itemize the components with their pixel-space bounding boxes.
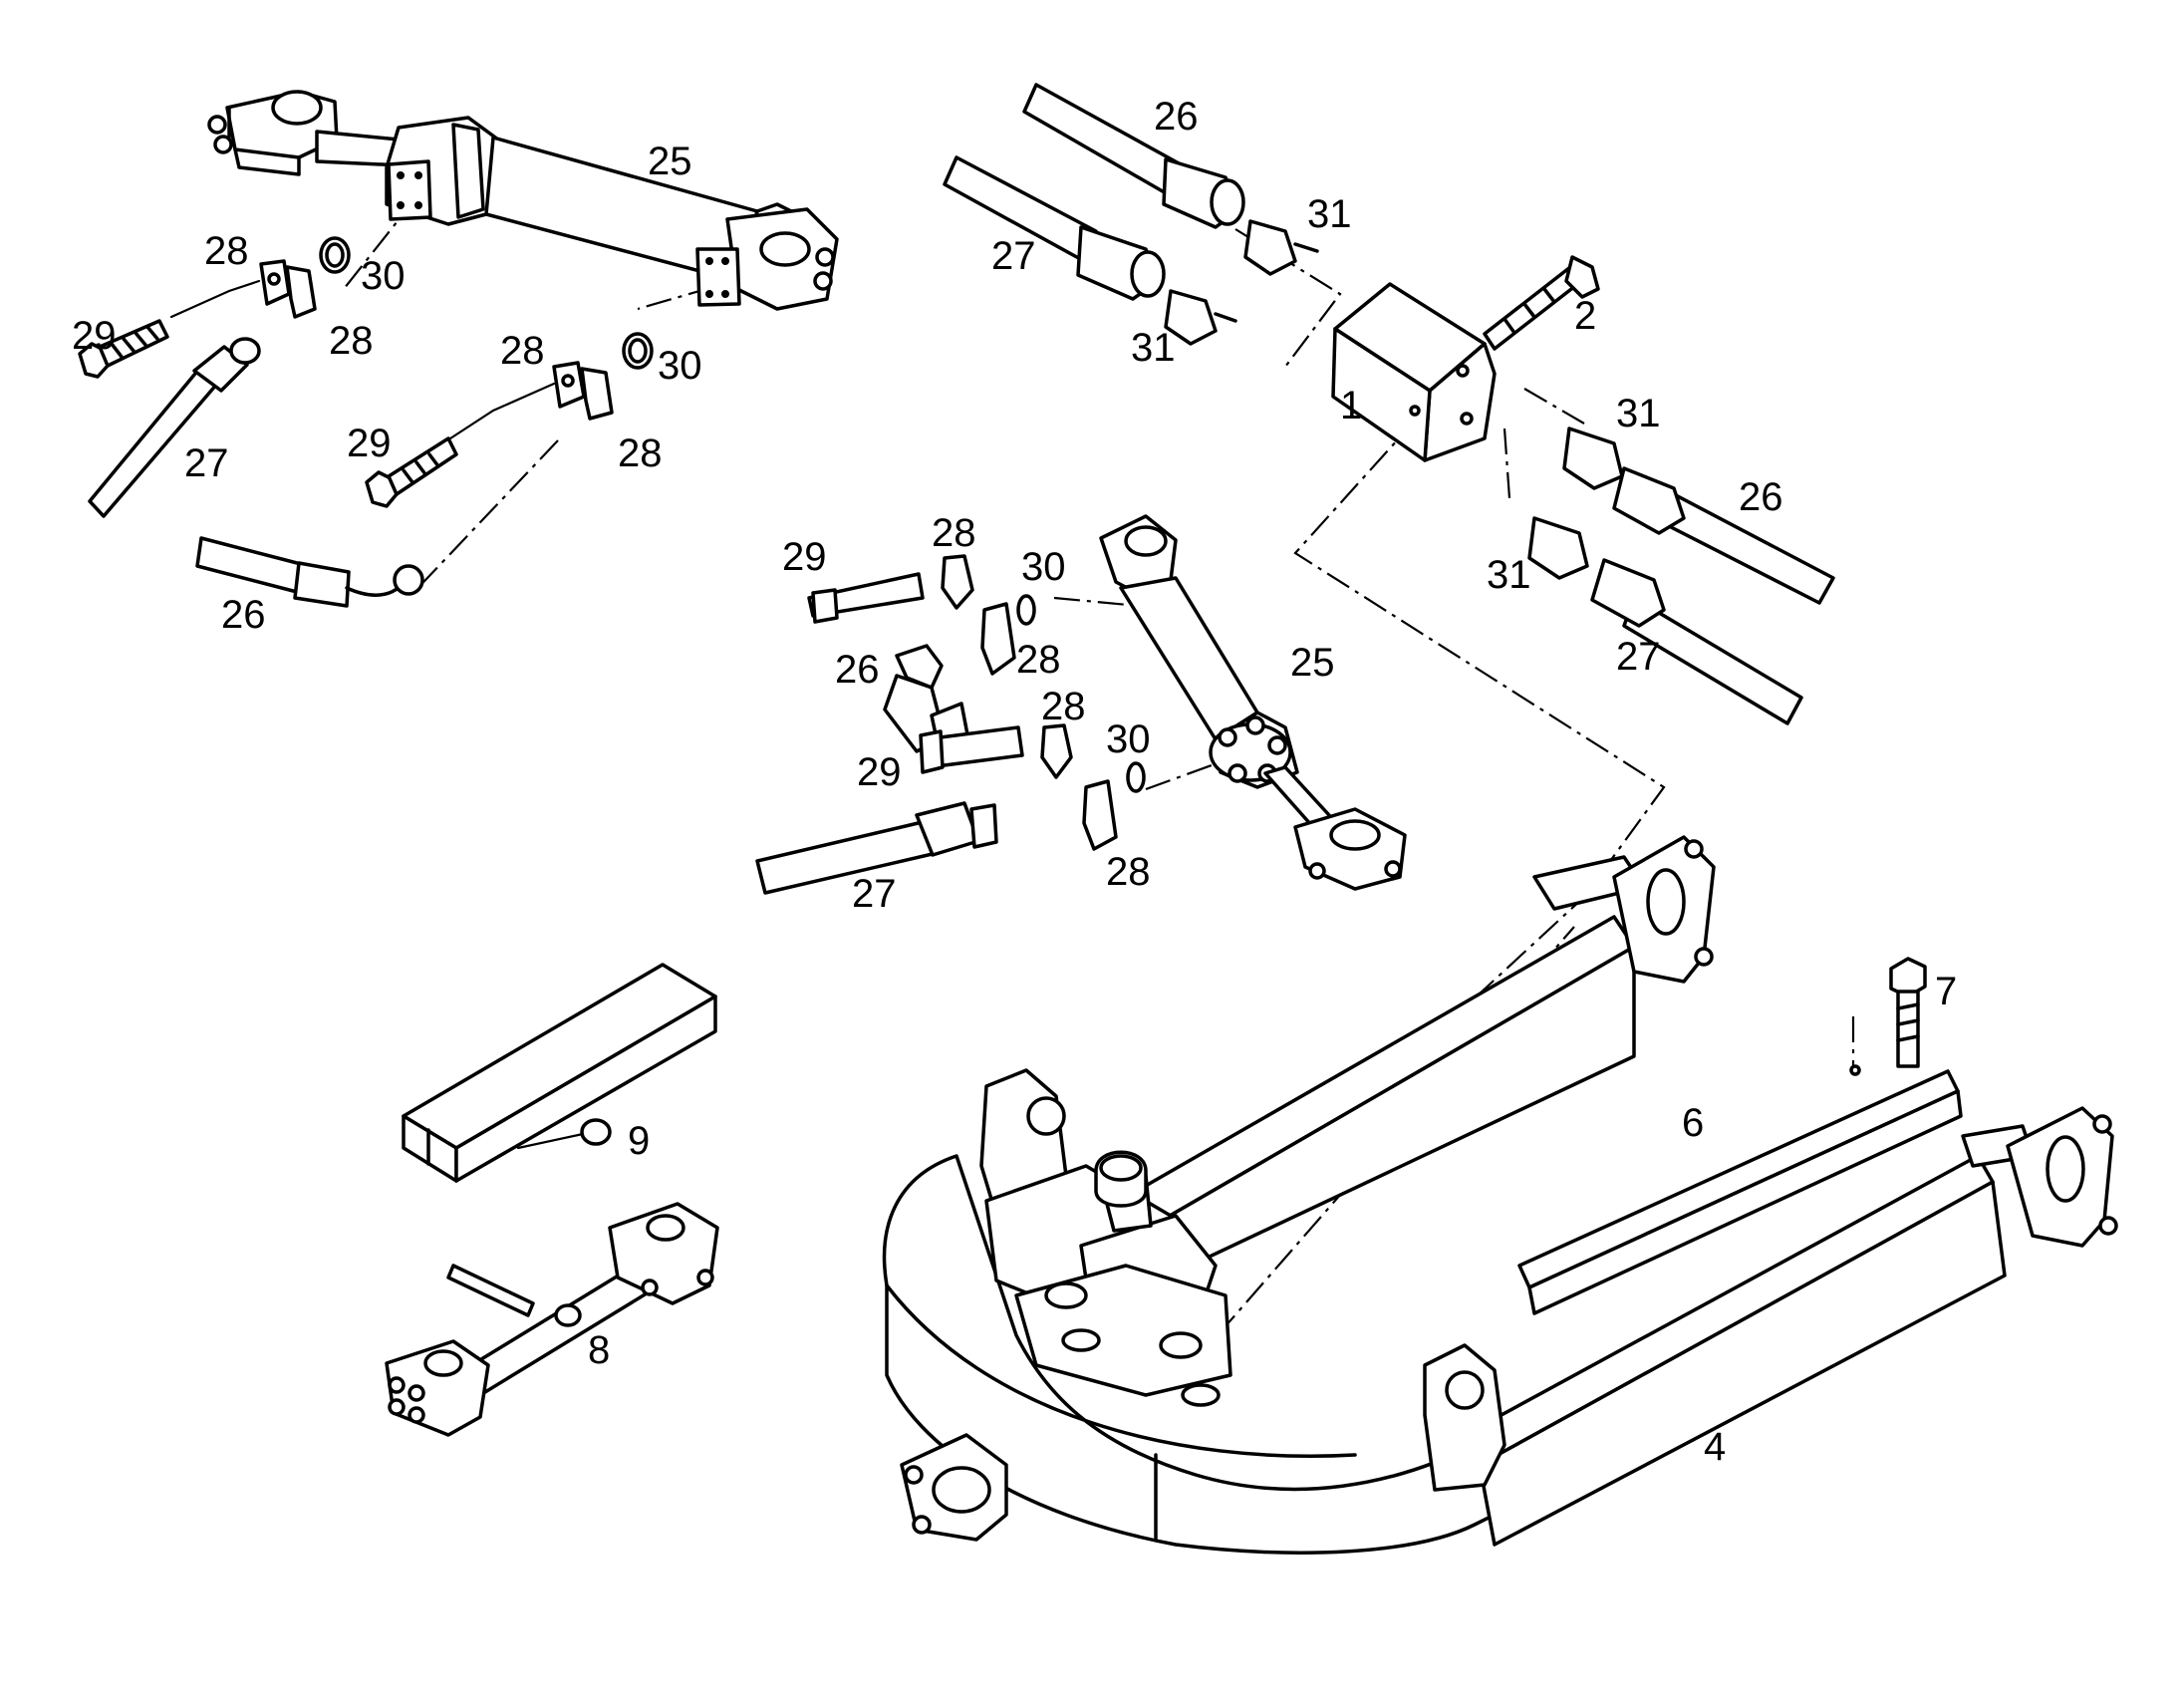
- label-27-a: 27: [184, 441, 229, 485]
- label-26-d: 26: [835, 648, 880, 692]
- label-29-a: 29: [72, 314, 117, 358]
- part-6-bar: [1517, 1064, 1963, 1315]
- label-29-c: 29: [782, 535, 827, 579]
- label-28-h: 28: [1106, 850, 1151, 894]
- label-26-a: 26: [221, 593, 266, 637]
- label-28-a: 28: [204, 229, 249, 273]
- label-1: 1: [1340, 384, 1362, 427]
- middle-cylinder-assembly: [755, 514, 1407, 895]
- label-6: 6: [1682, 1101, 1704, 1145]
- top-right-valve-block: [943, 83, 1835, 725]
- label-28-f: 28: [1016, 638, 1061, 682]
- label-29-b: 29: [347, 422, 392, 465]
- label-27-b: 27: [991, 234, 1036, 278]
- main-frame: [882, 835, 2118, 1555]
- label-31-d: 31: [1487, 553, 1531, 597]
- part-8-bracket: [385, 1202, 719, 1437]
- label-26-b: 26: [1154, 95, 1199, 139]
- label-25-top: 25: [648, 140, 692, 183]
- label-8: 8: [588, 1328, 610, 1372]
- label-30-a: 30: [361, 254, 406, 298]
- label-30-b: 30: [658, 344, 702, 388]
- part-9-cover: [402, 963, 717, 1183]
- top-left-fittings: [78, 236, 654, 608]
- label-30-c: 30: [1021, 545, 1066, 589]
- part-7-bolt: [1889, 957, 1927, 1068]
- label-27-d: 27: [852, 872, 897, 916]
- label-28-e: 28: [932, 511, 976, 555]
- hydraulic-cylinder-top-left: [207, 90, 839, 311]
- label-28-d: 28: [618, 431, 663, 475]
- label-29-d: 29: [857, 750, 902, 794]
- label-9: 9: [628, 1119, 650, 1163]
- label-31-c: 31: [1616, 392, 1661, 435]
- label-7: 7: [1935, 970, 1957, 1013]
- label-28-b: 28: [329, 319, 374, 363]
- label-2: 2: [1574, 294, 1596, 338]
- label-30-d: 30: [1106, 717, 1151, 761]
- label-31-b: 31: [1131, 326, 1176, 370]
- label-27-c: 27: [1616, 635, 1661, 679]
- part-labels: 25 28 30 29 28 28 30 29 28 27 26 26 27 3…: [72, 95, 1957, 1469]
- label-26-c: 26: [1739, 475, 1783, 519]
- label-31-a: 31: [1307, 192, 1352, 236]
- label-25-mid: 25: [1290, 641, 1335, 685]
- label-28-c: 28: [500, 329, 545, 373]
- label-28-g: 28: [1041, 685, 1086, 728]
- label-4: 4: [1704, 1425, 1726, 1469]
